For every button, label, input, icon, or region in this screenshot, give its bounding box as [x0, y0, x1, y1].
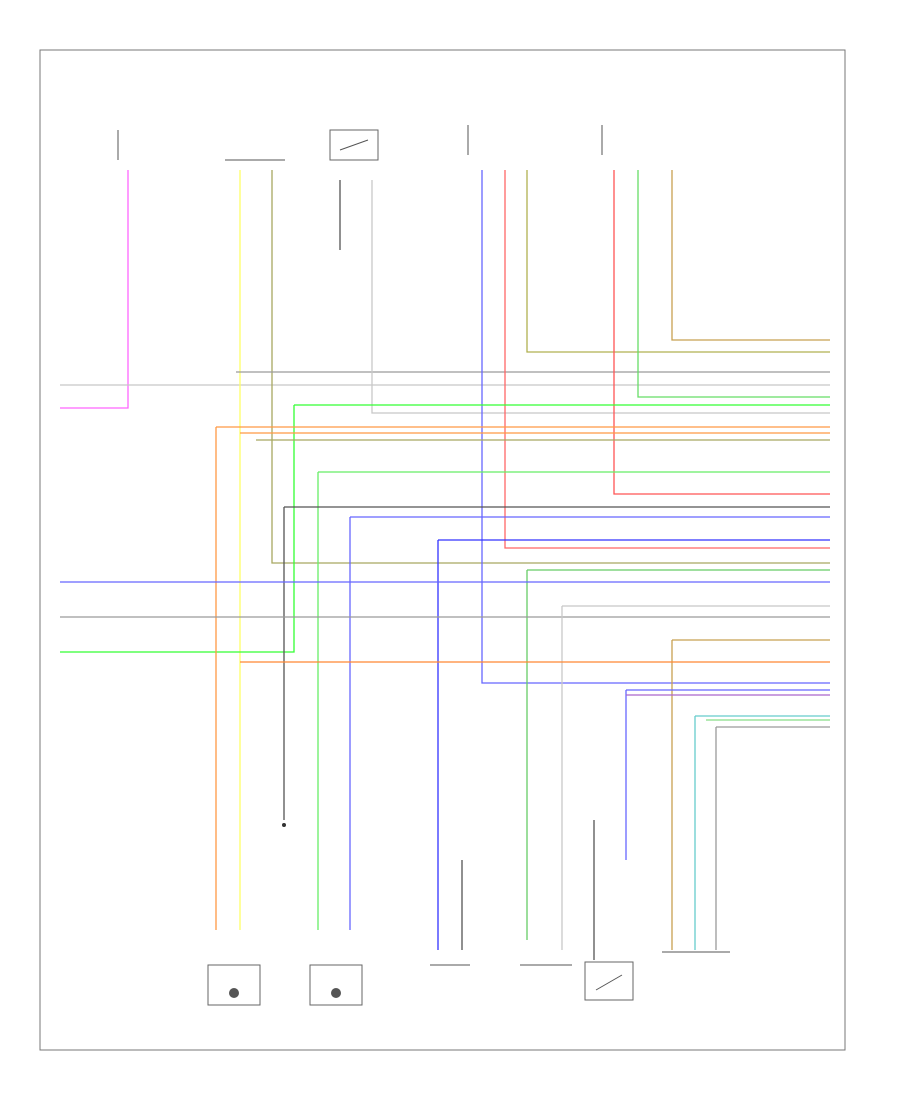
- switch-c10: [584, 961, 634, 1001]
- wire-20: [349, 516, 830, 930]
- wire-26: [671, 639, 830, 950]
- wire-28: [625, 689, 830, 860]
- wire-12: [637, 170, 830, 398]
- wire-32: [715, 726, 830, 950]
- wire-13: [671, 170, 830, 341]
- diagram-frame: [39, 49, 846, 1051]
- wire-22: [526, 569, 830, 940]
- wire-9: [504, 170, 830, 549]
- wire-21: [437, 539, 830, 950]
- wire-11: [613, 170, 830, 495]
- wire-1: [60, 170, 129, 409]
- wire-30: [694, 715, 830, 950]
- wire-25: [561, 605, 830, 950]
- wire-14: [60, 404, 830, 653]
- wire-4: [271, 170, 830, 564]
- splice-point: [282, 823, 286, 827]
- switch-c3: [329, 129, 379, 161]
- wire-8: [481, 170, 830, 684]
- wire-group: [60, 170, 830, 960]
- motor-c7: [309, 964, 363, 1006]
- wire-19: [283, 506, 830, 820]
- wire-10: [526, 170, 830, 353]
- motor-c6: [207, 964, 261, 1006]
- wire-18: [317, 471, 830, 930]
- wire-7: [371, 180, 830, 414]
- wire-15: [215, 426, 830, 930]
